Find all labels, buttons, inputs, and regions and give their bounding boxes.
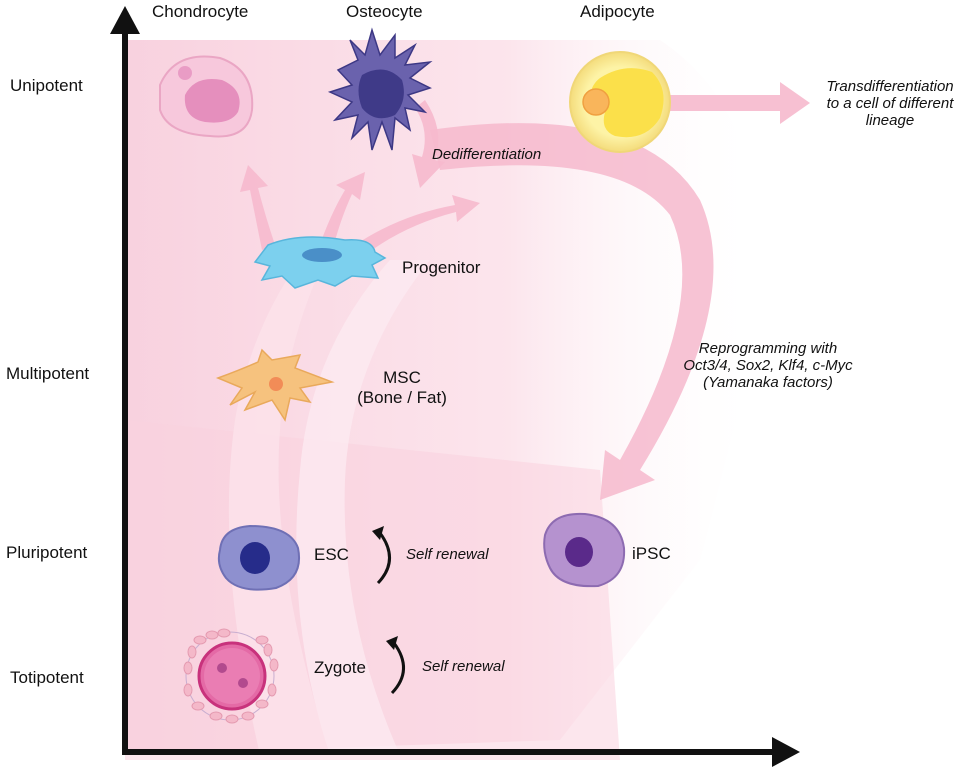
reprog-line-2: Oct3/4, Sox2, Klf4, c-Myc bbox=[683, 357, 853, 374]
adipocyte-cell bbox=[569, 51, 671, 153]
dedifferentiation-arrow bbox=[412, 100, 445, 188]
progenitor-cell bbox=[253, 236, 387, 289]
self-renewal-arrow-zygote bbox=[390, 642, 405, 695]
transdifferentiation-text: Transdifferentiation to a cell of differ… bbox=[815, 78, 965, 129]
esc-cell bbox=[217, 524, 300, 591]
msc-line-1: MSC bbox=[383, 368, 421, 387]
transdiff-line-2: to a cell of different bbox=[826, 95, 954, 112]
ipsc-cell bbox=[543, 512, 626, 588]
label-chondrocyte: Chondrocyte bbox=[152, 2, 249, 21]
branch-arrow-other bbox=[355, 195, 480, 255]
label-multipotent: Multipotent bbox=[6, 364, 90, 383]
label-pluripotent: Pluripotent bbox=[6, 543, 88, 562]
branch-arrow-osteocyte bbox=[318, 172, 365, 252]
transdiff-line-3: lineage bbox=[865, 112, 915, 129]
reprog-line-1: Reprogramming with bbox=[698, 340, 838, 357]
self-renewal-esc-text: Self renewal bbox=[406, 546, 489, 563]
label-totipotent: Totipotent bbox=[10, 668, 84, 687]
transdifferentiation-arrow bbox=[660, 82, 810, 124]
label-unipotent: Unipotent bbox=[10, 76, 83, 95]
osteocyte-cell bbox=[327, 27, 433, 151]
msc-line-2: (Bone / Fat) bbox=[357, 388, 447, 407]
lineage-corridor-right bbox=[296, 260, 430, 755]
label-msc: MSC (Bone / Fat) bbox=[352, 368, 452, 408]
self-renewal-arrowhead-zygote bbox=[386, 636, 398, 650]
label-adipocyte: Adipocyte bbox=[580, 2, 655, 21]
y-axis-arrowhead bbox=[110, 6, 140, 34]
zygote-cell bbox=[183, 628, 279, 724]
reprog-line-3: (Yamanaka factors) bbox=[703, 374, 833, 391]
label-esc: ESC bbox=[314, 545, 349, 564]
msc-cell bbox=[215, 348, 335, 422]
self-renewal-zygote-text: Self renewal bbox=[422, 658, 505, 675]
reprogramming-text: Reprogramming with Oct3/4, Sox2, Klf4, c… bbox=[668, 340, 868, 391]
x-axis-arrowhead bbox=[772, 737, 800, 767]
label-progenitor: Progenitor bbox=[402, 258, 481, 277]
label-osteocyte: Osteocyte bbox=[346, 2, 423, 21]
transdiff-line-1: Transdifferentiation bbox=[826, 78, 954, 95]
label-zygote: Zygote bbox=[314, 658, 366, 677]
label-ipsc: iPSC bbox=[632, 544, 671, 563]
self-renewal-arrow-esc bbox=[376, 532, 391, 585]
self-renewal-arrowhead-esc bbox=[372, 526, 384, 540]
reprogramming-arrow bbox=[430, 123, 714, 501]
branch-arrow-chondrocyte bbox=[240, 165, 275, 250]
dedifferentiation-text: Dedifferentiation bbox=[432, 146, 542, 163]
chondrocyte-cell bbox=[159, 55, 254, 138]
